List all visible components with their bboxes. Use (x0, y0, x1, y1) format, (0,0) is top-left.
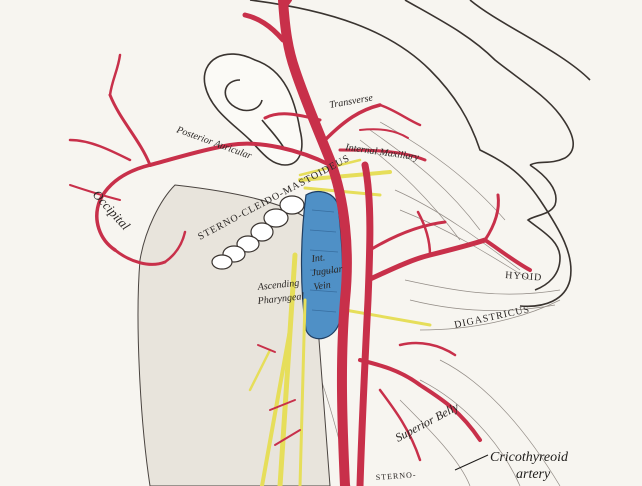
mastoid-teeth (211, 195, 305, 270)
label-vein: Vein (313, 280, 332, 293)
label-jugular: Jugular (311, 264, 343, 279)
annotation-line-1: Cricothyreoid (490, 450, 569, 465)
label-ascending: Ascending (256, 278, 300, 293)
head-outline (249, 0, 591, 308)
label-hyoid: HYOID (505, 270, 543, 284)
vein-shading (309, 209, 339, 313)
label-int: Int. (310, 252, 326, 265)
sternocleidomastoid-muscle (137, 184, 331, 486)
arteries (68, 0, 532, 486)
label-sterno: STERNO- (376, 470, 417, 482)
annotation-pointer-line (454, 454, 489, 471)
cricothyreoid-annotation: Cricothyreoid artery (490, 449, 568, 483)
label-pharyngeal: Pharyngeal (256, 291, 305, 307)
annotation-line-2: artery (516, 467, 551, 482)
